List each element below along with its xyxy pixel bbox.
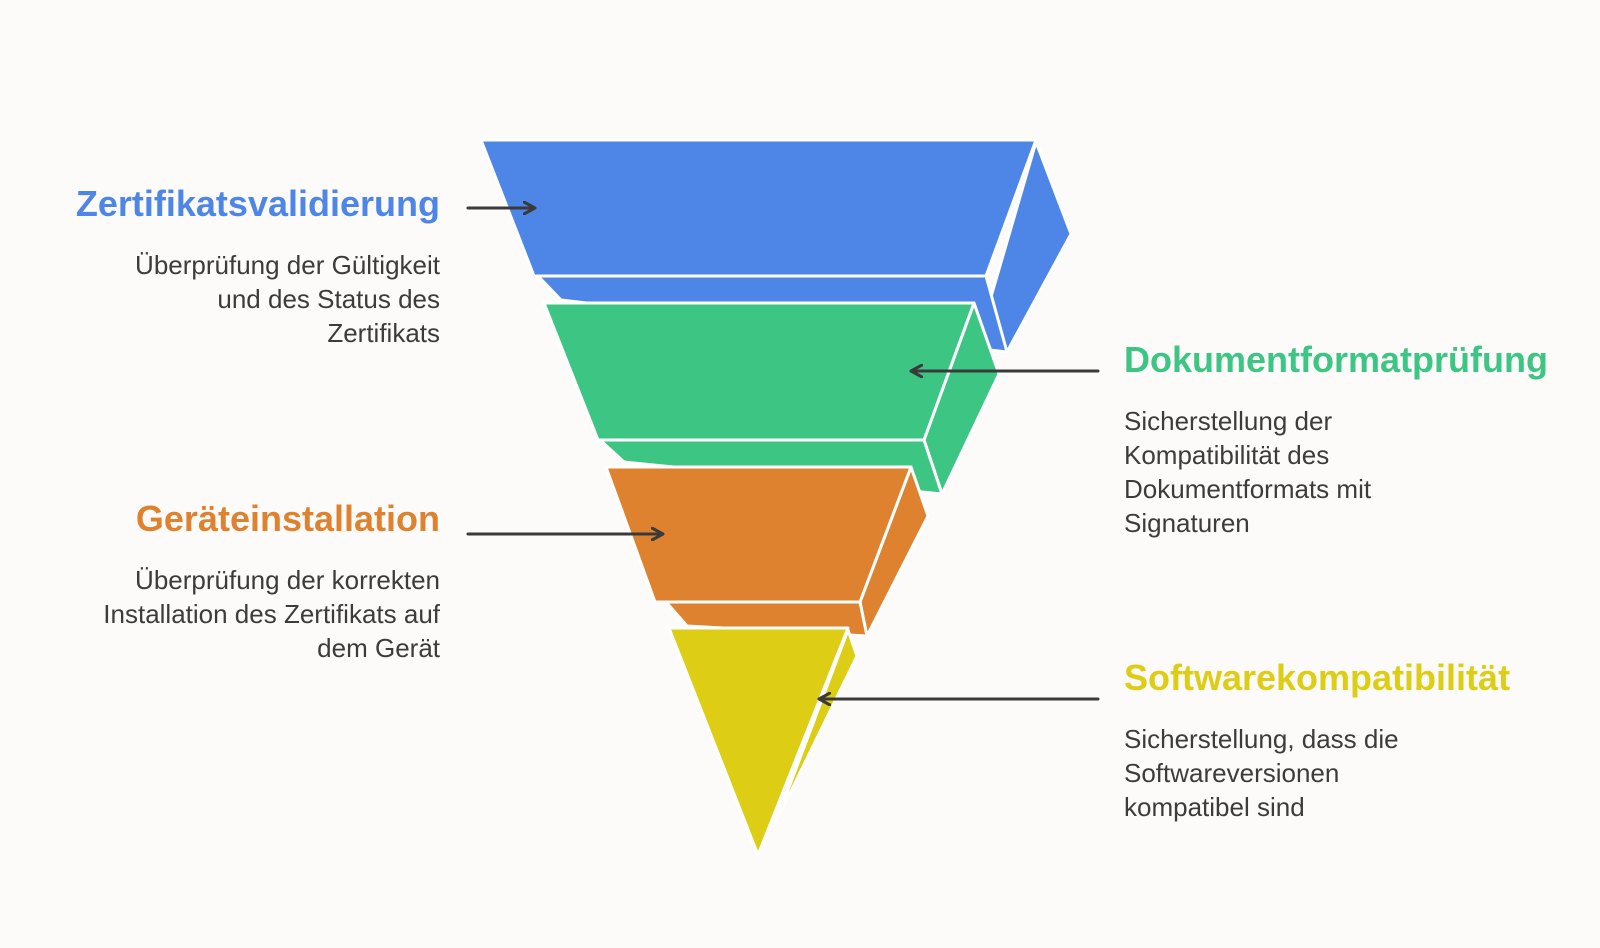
stage-description: Sicherstellung, dass die Softwareversion… <box>1124 724 1399 822</box>
stage-label-geraeteinstallation: Geräteinstallation Überprüfung der korre… <box>40 497 440 665</box>
stage-front-yellow <box>667 626 850 857</box>
stage-title: Zertifikatsvalidierung <box>75 183 440 224</box>
stage-front-green <box>542 301 976 442</box>
stage-title: Geräteinstallation <box>135 498 440 539</box>
stage-label-softwarekompatibilitaet: Softwarekompatibilität Sicherstellung, d… <box>1124 656 1584 824</box>
stage-label-zertifikatsvalidierung: Zertifikatsvalidierung Überprüfung der G… <box>40 182 440 350</box>
stage-side-yellow <box>774 628 859 824</box>
stage-title: Softwarekompatibilität <box>1124 657 1511 698</box>
stage-description: Sicherstellung der Kompatibilität des Do… <box>1124 406 1372 538</box>
funnel-stage-geraeteinstallation <box>604 465 930 638</box>
funnel-stage-dokumentformatpruefung <box>542 301 1001 496</box>
stage-label-dokumentformatpruefung: Dokumentformatprüfung Sicherstellung der… <box>1124 338 1584 540</box>
funnel-stage-softwarekompatibilitaet <box>667 626 859 857</box>
stage-description: Überprüfung der Gültigkeit und des Statu… <box>135 250 440 348</box>
stage-title: Dokumentformatprüfung <box>1124 339 1548 380</box>
stage-front-blue <box>479 138 1038 278</box>
stage-front-orange <box>604 465 913 604</box>
stage-description: Überprüfung der korrekten Installation d… <box>103 565 440 663</box>
